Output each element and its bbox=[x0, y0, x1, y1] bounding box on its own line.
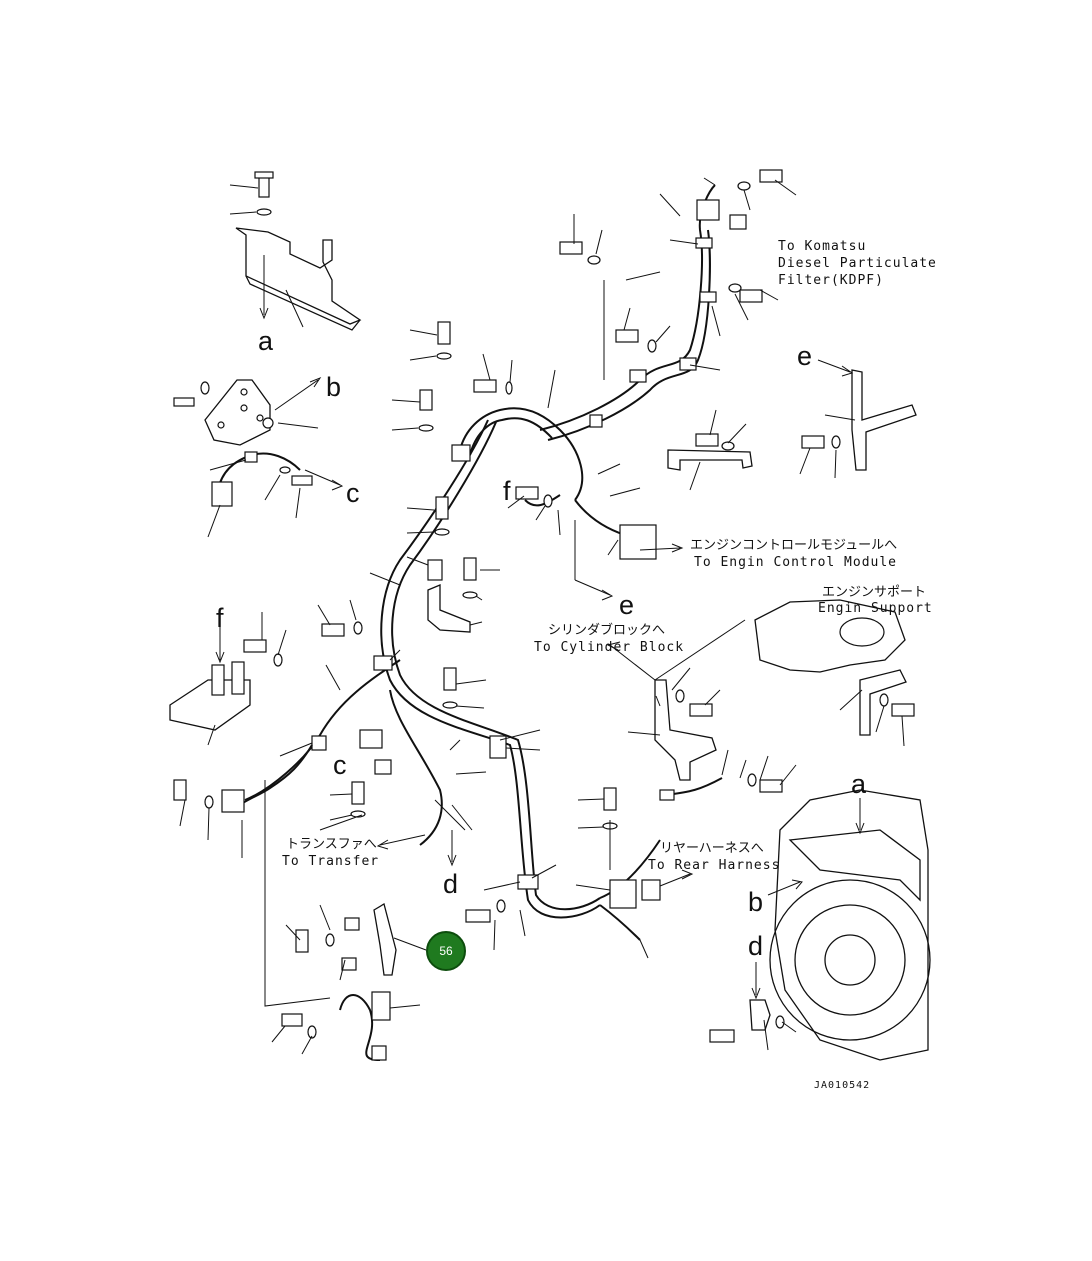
fasteners bbox=[173, 169, 915, 1043]
connector-block-f bbox=[169, 610, 251, 731]
ref-a-top: a bbox=[258, 326, 274, 356]
label-cylinder-en: To Cylinder Block bbox=[534, 640, 685, 655]
ref-c-left: c bbox=[346, 478, 360, 508]
item-number-badge[interactable]: 56 bbox=[426, 931, 466, 971]
label-transfer-en: To Transfer bbox=[282, 854, 380, 869]
ref-f-center: f bbox=[503, 476, 511, 506]
label-transfer-jp: トランスファへ bbox=[286, 837, 377, 852]
label-rear-en: To Rear Harness bbox=[648, 858, 781, 873]
ref-f-left: f bbox=[216, 603, 224, 633]
ref-d-bottom: d bbox=[748, 931, 764, 961]
ref-d-center: d bbox=[443, 869, 459, 899]
label-cylinder-jp: シリンダブロックへ bbox=[548, 623, 666, 638]
label-to-kdpf-3: Filter(KDPF) bbox=[778, 273, 884, 288]
label-support-jp: エンジンサポート bbox=[822, 585, 927, 600]
bracket-a-assembly bbox=[229, 171, 362, 331]
engine-flywheel bbox=[749, 789, 931, 1061]
label-ecm-en: To Engin Control Module bbox=[694, 555, 898, 570]
bracket-b-assembly bbox=[173, 376, 344, 538]
leader-lines bbox=[179, 177, 905, 1055]
label-to-kdpf-2: Diesel Particulate bbox=[778, 256, 937, 271]
main-harness bbox=[244, 184, 747, 941]
label-rear-jp: リヤーハーネスへ bbox=[660, 841, 764, 856]
drawing-number: JA010542 bbox=[814, 1080, 871, 1091]
bracket-e-assembly bbox=[817, 359, 917, 471]
engine-support bbox=[606, 599, 907, 781]
ref-e-right: e bbox=[797, 341, 813, 371]
label-ecm-jp: エンジンコントロールモジュールへ bbox=[690, 538, 898, 553]
ref-b-bottom: b bbox=[748, 887, 764, 917]
ref-e-center: e bbox=[619, 590, 635, 620]
label-to-kdpf-1: To Komatsu bbox=[778, 239, 867, 254]
transfer-connector bbox=[264, 780, 466, 1061]
ref-c-center: c bbox=[333, 750, 347, 780]
ref-b-left: b bbox=[326, 372, 342, 402]
ref-a-bottom: a bbox=[851, 769, 867, 799]
label-support-en: Engin Support bbox=[818, 601, 933, 616]
